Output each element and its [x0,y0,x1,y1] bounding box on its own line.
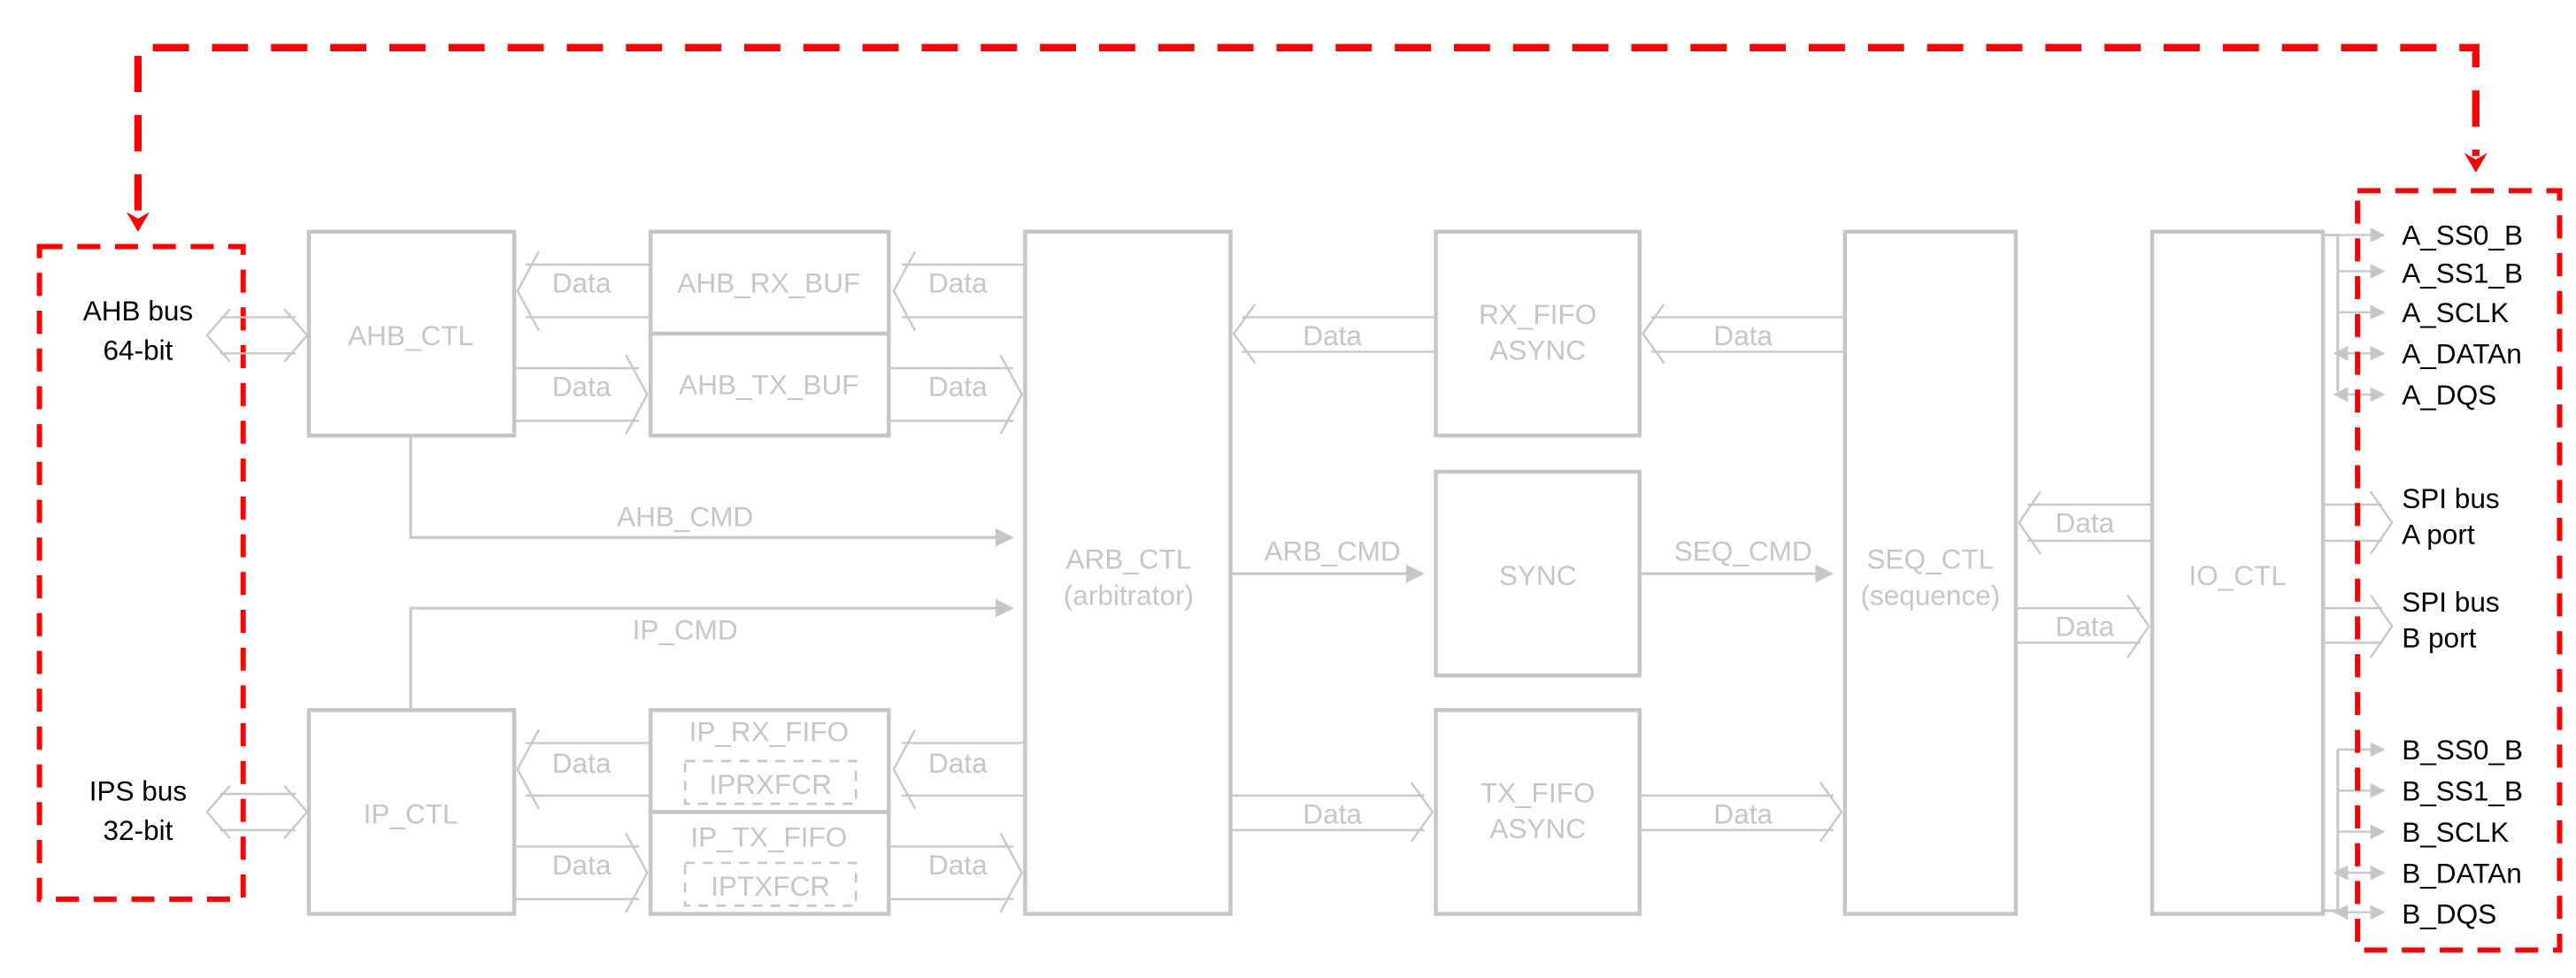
ip-rx-fifo-label: IP_RX_FIFO [689,716,850,748]
pin-a-ss1-b: A_SS1_B [2402,257,2523,289]
io-ctl-block [2149,229,2326,916]
port-b-pin-labels: B_SS0_B B_SS1_B B_SCLK B_DATAn B_DQS [2402,734,2523,930]
port-a-pin-lines [2323,227,2386,403]
ahb-rx-buf-label: AHB_RX_BUF [677,267,860,299]
pin-b-dqs: B_DQS [2402,898,2496,930]
highlight-arrow-right-icon [2464,152,2488,173]
data-label: Data [928,371,988,403]
highlight-arrow-left-icon [126,212,150,232]
ahb-tx-buf-block [648,331,891,438]
data-label: Data [1303,320,1362,351]
ahb-cmd-label: AHB_CMD [617,500,753,532]
port-b-pin-lines [2323,742,2386,920]
data-label: Data [552,371,611,403]
arb-ctl-block [1023,229,1233,916]
tx-fifo-async-block [1434,708,1642,916]
sync-label: SYNC [1499,559,1577,591]
io-ctl-label: IO_CTL [2188,559,2286,591]
iprxfcr-label: IPRXFCR [709,768,831,800]
left-interface-highlight [36,243,246,902]
ahb-bus-label: AHB bus 64-bit [83,295,193,366]
spi-a-line2: A port [2402,519,2475,551]
data-bus-arb-to-ahbrx: Data [892,250,1026,331]
ip-cmd-signal: IP_CMD [409,598,1014,711]
arb-ctl-label: ARB_CTL [1065,543,1191,575]
pin-b-datan: B_DATAn [2402,857,2522,889]
data-label: Data [2056,507,2115,539]
rx-fifo-async-sublabel: ASYNC [1489,335,1586,366]
tx-fifo-async-sublabel: ASYNC [1489,812,1586,844]
pin-a-datan: A_DATAn [2402,337,2522,369]
data-bus-seq-to-rxfifo: Data [1642,303,1845,365]
port-a-pin-labels: A_SS0_B A_SS1_B A_SCLK A_DATAn A_DQS [2402,219,2523,411]
seq-cmd-signal: SEQ_CMD [1639,535,1834,583]
rx-fifo-async-block [1434,229,1642,438]
data-bus-ahbrx-to-ahbctl: Data [516,250,651,331]
ahb-bus-line1: AHB bus [83,295,193,327]
ip-ctl-block [306,708,517,916]
rx-fifo-async-label: RX_FIFO [1479,298,1596,330]
ips-bus-line2: 32-bit [103,814,173,846]
ahb-cmd-signal: AHB_CMD [409,435,1014,547]
spi-bus-a-port: SPI bus A port [2323,482,2500,555]
data-label: Data [552,747,611,779]
seq-ctl-label: SEQ_CTL [1867,543,1995,575]
ahb-ctl-label: AHB_CTL [348,320,473,351]
ip-ctl-label: IP_CTL [364,797,458,829]
ahb-bus-line2: 64-bit [103,335,173,366]
data-bus-ipctl-to-iptx: Data [514,832,649,913]
spi-b-line1: SPI bus [2402,586,2499,618]
data-label: Data [552,267,611,299]
data-bus-seq-to-io: Data [2015,594,2150,658]
arb-cmd-signal: ARB_CMD [1230,535,1425,583]
data-bus-rxfifo-to-arb: Data [1232,303,1436,365]
iptxfcr-label: IPTXFCR [711,870,830,902]
highlight-connection [126,43,2488,232]
pin-b-ss0-b: B_SS0_B [2402,734,2523,766]
pin-a-sclk: A_SCLK [2402,296,2509,328]
data-bus-iptx-to-arb: Data [888,832,1024,913]
data-label: Data [928,267,988,299]
pin-a-ss0-b: A_SS0_B [2402,219,2523,251]
ips-bus-line1: IPS bus [89,774,187,806]
data-label: Data [2056,611,2115,643]
arb-ctl-sublabel: (arbitrator) [1064,579,1194,611]
seq-ctl-block [1842,229,2019,916]
ips-bus-bidir-arrow-icon [205,784,309,839]
data-bus-ahbctl-to-ahbtx: Data [514,354,649,435]
pin-a-dqs: A_DQS [2402,379,2496,411]
iptxfcr-register [683,861,857,907]
data-bus-txfifo-to-seq: Data [1639,782,1843,843]
spi-a-line1: SPI bus [2402,482,2499,514]
pin-b-sclk: B_SCLK [2402,816,2509,848]
data-bus-iprx-to-ipctl: Data [516,728,651,810]
data-label: Data [928,747,988,779]
ip-cmd-label: IP_CMD [633,613,738,645]
ahb-ctl-block [306,229,517,438]
right-interface-highlight [2355,188,2563,953]
seq-ctl-sublabel: (sequence) [1860,579,2000,611]
data-bus-arb-to-iprx: Data [892,728,1026,810]
tx-fifo-async-label: TX_FIFO [1480,776,1596,808]
seq-cmd-label: SEQ_CMD [1674,535,1812,566]
ahb-tx-buf-label: AHB_TX_BUF [679,369,858,401]
data-bus-io-to-seq: Data [2018,490,2153,555]
data-label: Data [928,849,988,881]
spi-bus-b-port: SPI bus B port [2323,586,2500,658]
data-label: Data [1303,797,1362,829]
sync-block [1434,469,1642,678]
data-label: Data [1713,797,1772,829]
arb-cmd-label: ARB_CMD [1265,535,1401,566]
data-bus-arb-to-txfifo: Data [1230,782,1434,843]
pin-b-ss1-b: B_SS1_B [2402,774,2523,806]
data-label: Data [552,849,611,881]
iprxfcr-register [683,759,857,805]
data-label: Data [1713,320,1772,351]
spi-b-line2: B port [2402,622,2476,654]
data-bus-ahbtx-to-arb: Data [888,354,1024,435]
ip-tx-fifo-label: IP_TX_FIFO [690,820,847,852]
ahb-bus-bidir-arrow-icon [205,308,309,363]
ips-bus-label: IPS bus 32-bit [89,774,187,846]
